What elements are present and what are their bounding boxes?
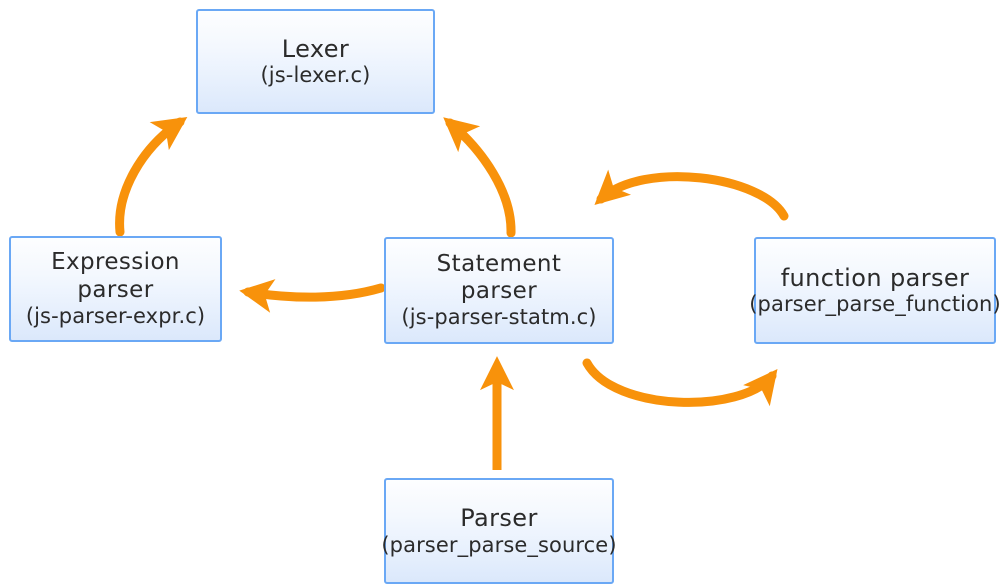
node-statement-parser-title: Statement [436, 250, 562, 277]
edge-statement-parser-to-expression-parser [239, 279, 386, 313]
node-function-parser-title: function parser [780, 263, 970, 292]
edge-statement-parser-to-lexer [443, 117, 516, 238]
edge-expression-parser-to-lexer [115, 116, 188, 237]
node-lexer[interactable]: Lexer (js-lexer.c) [196, 9, 435, 114]
node-expression-parser-subtitle: (js-parser-expr.c) [25, 303, 206, 328]
node-lexer-subtitle: (js-lexer.c) [260, 63, 371, 88]
edge-statement-parser-to-function-parser [582, 358, 778, 407]
node-parser-subtitle: (parser_parse_source) [381, 532, 617, 557]
node-statement-parser-title-line2: parser [460, 278, 538, 305]
node-expression-parser-title: Expression [51, 249, 180, 276]
node-expression-parser-title-line2: parser [77, 276, 154, 303]
node-expression-parser[interactable]: Expression parser (js-parser-expr.c) [9, 236, 222, 342]
node-parser-title: Parser [460, 504, 538, 533]
edge-function-parser-to-statement-parser [594, 169, 789, 221]
node-function-parser[interactable]: function parser (parser_parse_function) [749, 237, 1001, 344]
node-lexer-title: Lexer [281, 34, 350, 63]
node-statement-parser-subtitle: (js-parser-statm.c) [401, 305, 597, 330]
node-statement-parser[interactable]: Statement parser (js-parser-statm.c) [384, 237, 614, 344]
node-parser[interactable]: Parser (parser_parse_source) [381, 478, 617, 584]
node-function-parser-subtitle: (parser_parse_function) [749, 292, 1001, 317]
